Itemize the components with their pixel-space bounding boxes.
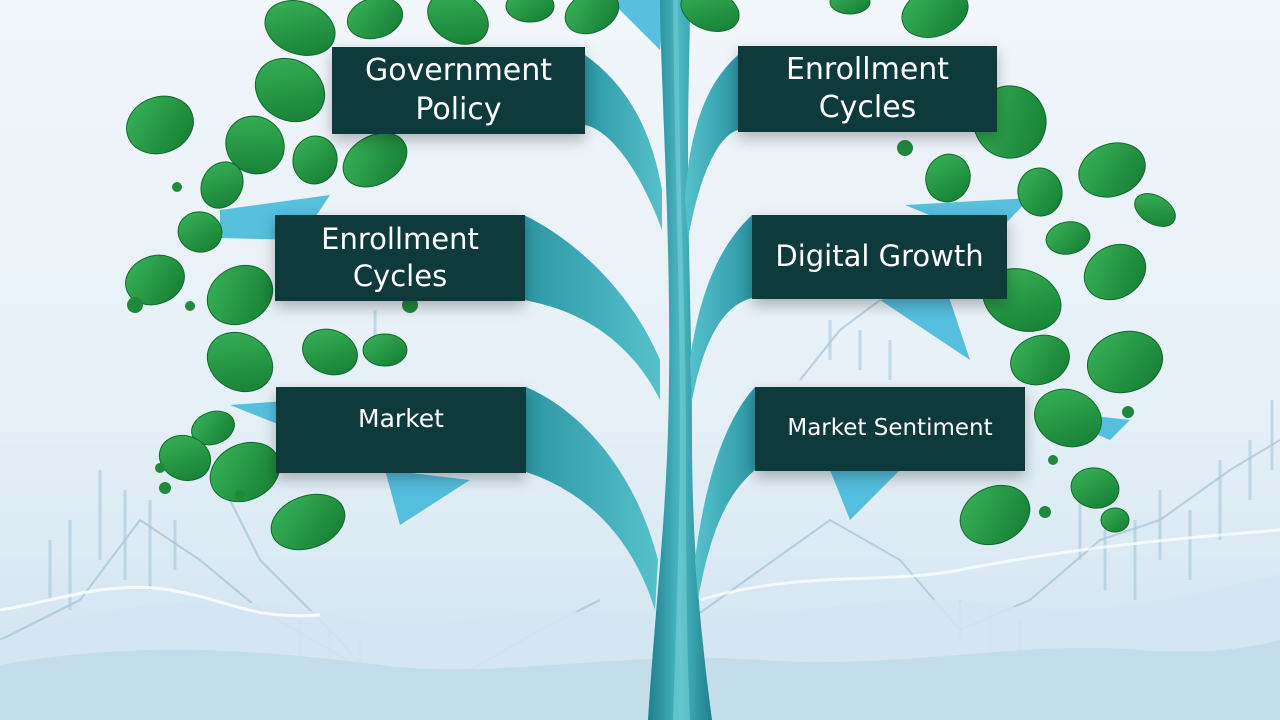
label-digital-growth-text: Digital Growth [775,239,984,274]
label-market-text: Market [358,404,444,433]
label-market-sentiment-text: Market Sentiment [787,415,993,442]
berries [127,140,1134,518]
leaves [125,0,1176,551]
label-government-policy: Government Policy [332,47,585,134]
label-government-policy-text: Government Policy [364,53,553,127]
label-enrollment-cycles-right: Enrollment Cycles [738,46,997,132]
label-enrollment-cycles-left: Enrollment Cycles [275,215,525,301]
label-enrollment-cycles-right-text: Enrollment Cycles [785,51,950,125]
label-market-sentiment: Market Sentiment [755,387,1025,471]
left-branches [524,55,662,610]
trunk-highlight [673,0,690,720]
label-digital-growth: Digital Growth [752,215,1007,299]
background-waves [0,528,1280,720]
label-market: Market [276,387,526,473]
right-branches [685,55,755,600]
label-enrollment-cycles-left-text: Enrollment Cycles [321,221,479,293]
